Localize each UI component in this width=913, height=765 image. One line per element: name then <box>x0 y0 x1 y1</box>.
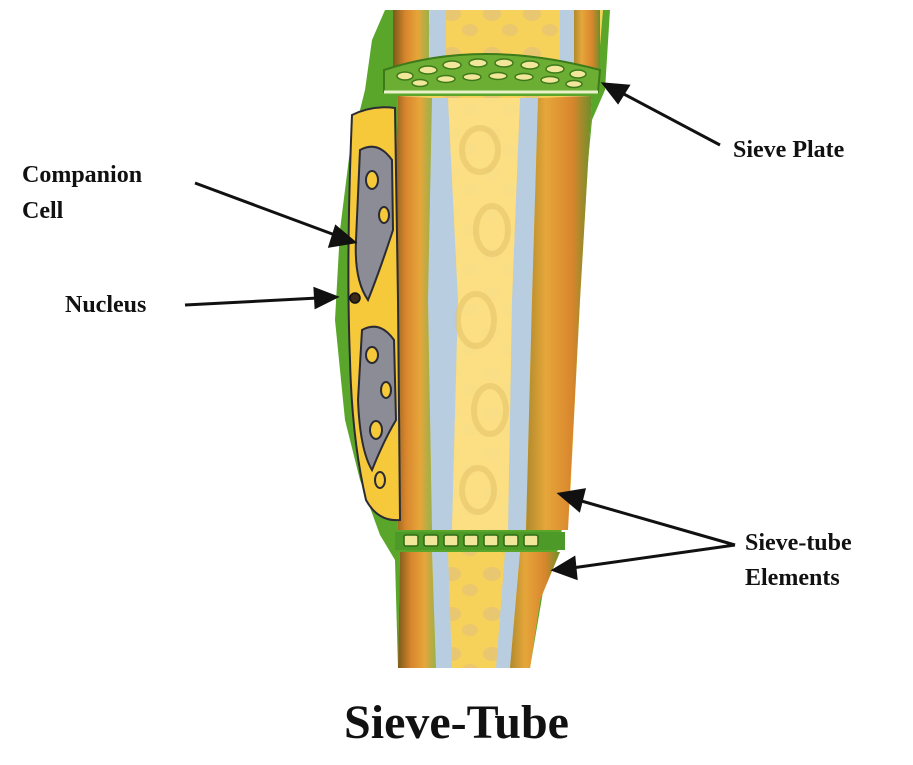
lower-wall-left <box>398 552 436 668</box>
companion-cell-label-line2: Cell <box>22 196 63 226</box>
sieve-tube-elements-label-line2: Elements <box>745 563 840 593</box>
arrow-companion-cell <box>195 183 335 235</box>
arrow-sieve-tube-upper <box>578 500 735 545</box>
nucleus-dot <box>350 293 360 303</box>
sieve-plate-label: Sieve Plate <box>733 135 844 165</box>
arrow-sieve-tube-lower <box>572 545 735 568</box>
nucleus-label: Nucleus <box>65 290 146 320</box>
diagram-title: Sieve-Tube <box>0 695 913 750</box>
upper-wall-right <box>574 10 600 72</box>
lower-sieve-plate <box>395 532 565 550</box>
companion-cell-label-line1: Companion <box>22 160 142 190</box>
sieve-tube-elements-label-line1: Sieve-tube <box>745 528 852 558</box>
arrow-nucleus <box>185 298 318 305</box>
lower-sieve-plate-pores <box>404 535 538 546</box>
arrow-sieve-plate <box>620 92 720 145</box>
